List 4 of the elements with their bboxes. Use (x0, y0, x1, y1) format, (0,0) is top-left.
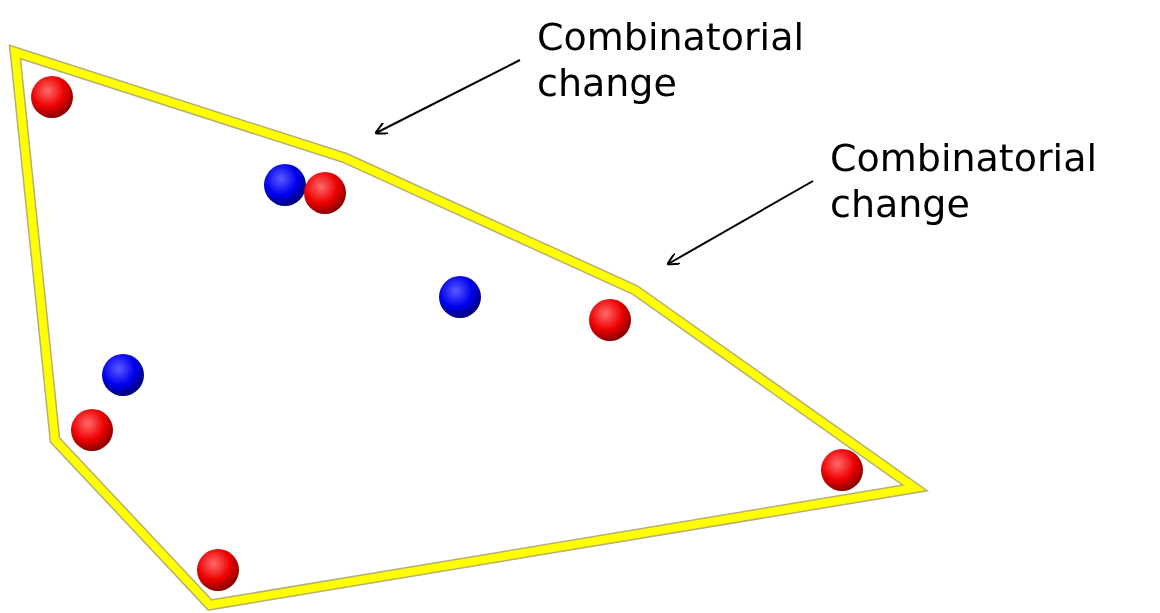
annotation-text: Combinatorial change (537, 14, 837, 106)
leader-arrow (374, 59, 521, 135)
leader-arrow (666, 180, 814, 266)
annotation-text: Combinatorial change (830, 135, 1130, 227)
